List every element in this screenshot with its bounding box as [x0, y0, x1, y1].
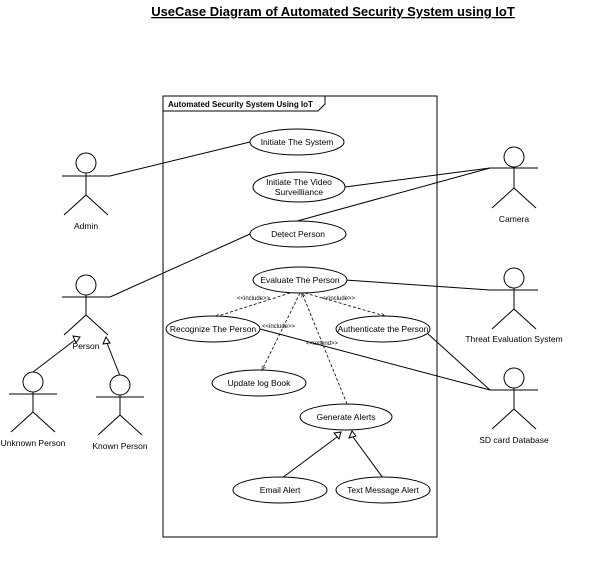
usecase-recognize-person-label: Recognize The Person	[170, 324, 257, 334]
include-authenticate-arrow	[304, 292, 385, 316]
include-label-log: <<include>>	[262, 324, 296, 330]
actor-sd-card-database-label: SD card Database	[479, 435, 549, 445]
include-logbook-arrow	[261, 292, 301, 370]
usecase-email-alert-label: Email Alert	[260, 485, 301, 495]
usecase-authenticate-person-label: Authenticate the Person	[338, 324, 429, 334]
actor-unknown-person-label: Unknown Person	[1, 438, 66, 448]
usecase-update-log-book[interactable]	[211, 369, 307, 397]
usecase-generate-alerts-label: Generate Alerts	[316, 412, 375, 422]
actor-threat-evaluation-label: Threat Evaluation System	[465, 334, 562, 344]
include-recognize-arrow	[215, 292, 291, 317]
extend-label: <<extend>>	[306, 341, 339, 347]
usecase-evaluate-person[interactable]	[252, 266, 348, 294]
system-boundary-label: Automated Security System Using IoT	[168, 100, 313, 109]
usecase-recognize-person[interactable]	[165, 315, 261, 343]
usecase-initiate-video-surveillance[interactable]	[252, 171, 346, 203]
include-label-right: <<include>>	[322, 296, 356, 302]
usecase-authenticate-person[interactable]	[335, 315, 431, 343]
association-sdcard-recognize	[259, 328, 491, 391]
usecase-video-label-line1: Initiate The Video	[266, 177, 332, 187]
diagram-title: UseCase Diagram of Automated Security Sy…	[151, 4, 515, 19]
usecase-detect-person-label: Detect Person	[271, 229, 325, 239]
usecase-generate-alerts[interactable]	[299, 403, 393, 431]
association-sdcard-authenticate	[426, 332, 491, 391]
actor-known-person-label: Known Person	[92, 441, 148, 451]
dependencies	[215, 292, 385, 405]
usecase-evaluate-person-label: Evaluate The Person	[260, 275, 339, 285]
association-person-detect	[109, 233, 251, 298]
usecase-update-log-book-label: Update log Book	[228, 378, 292, 388]
usecase-initiate-system-label: Initiate The System	[261, 137, 334, 147]
actor-admin[interactable]	[62, 152, 110, 216]
usecase-email-alert[interactable]	[232, 476, 328, 504]
generalization-alerts	[281, 430, 384, 479]
usecase-video-label-line2: Surveilliance	[275, 187, 323, 197]
generalization-person	[32, 335, 121, 377]
system-boundary: Automated Security System Using IoT	[162, 95, 438, 538]
extend-alerts-arrow	[302, 293, 348, 405]
association-threat-evaluate	[344, 279, 491, 291]
actor-camera-label: Camera	[499, 214, 530, 224]
actor-known-person[interactable]	[96, 374, 144, 436]
usecase-initiate-system[interactable]	[249, 128, 345, 156]
actor-person-label: Person	[73, 341, 100, 351]
actor-admin-label: Admin	[74, 221, 98, 231]
usecase-text-message-alert-label: Text Message Alert	[347, 485, 419, 495]
actor-person[interactable]	[62, 274, 110, 336]
actor-camera[interactable]	[490, 146, 538, 209]
actor-sd-card-database[interactable]	[490, 367, 538, 430]
actor-threat-evaluation-system[interactable]	[490, 267, 538, 330]
association-camera-video	[344, 167, 491, 188]
usecase-text-message-alert[interactable]	[335, 476, 431, 504]
actor-unknown-person[interactable]	[9, 371, 57, 433]
usecase-detect-person[interactable]	[249, 220, 347, 248]
include-label-left: <<include>>	[237, 296, 271, 302]
association-admin-initiate	[109, 141, 251, 177]
